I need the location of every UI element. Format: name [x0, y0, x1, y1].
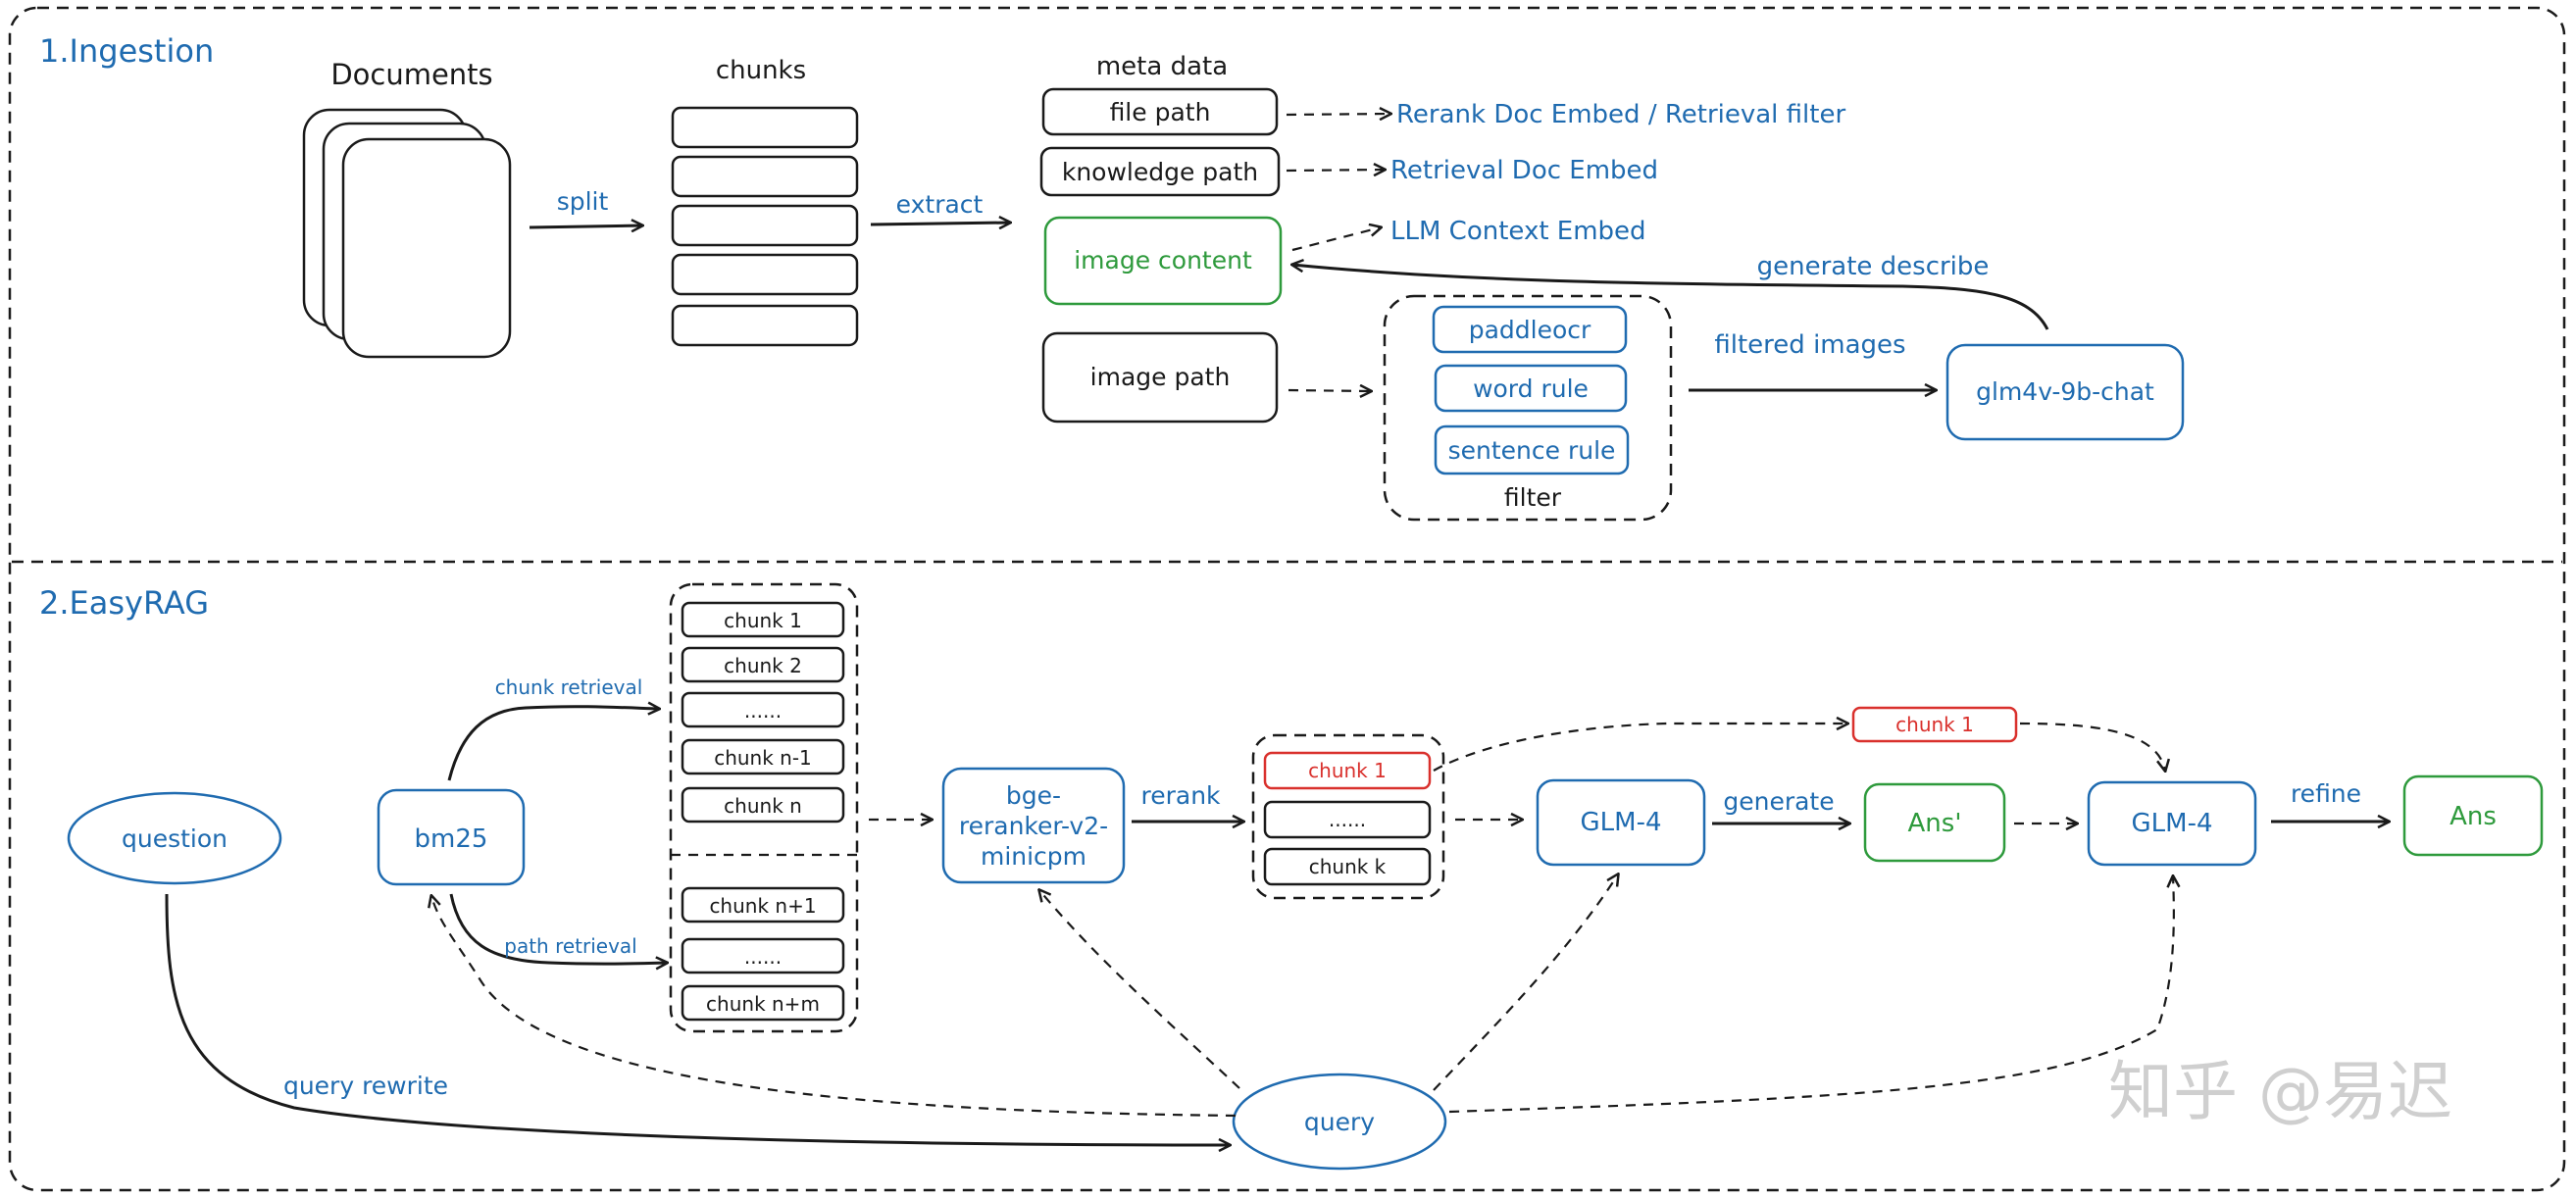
ans-label: Ans — [2450, 802, 2497, 831]
section-title-easyrag: 2.EasyRAG — [39, 584, 209, 622]
query-node — [1232, 1073, 1447, 1171]
image-path-arrow — [1288, 390, 1371, 391]
retrieved-chunks-group — [669, 582, 859, 1033]
filtered-images-label: filtered images — [1714, 330, 1905, 360]
image-path-label: image path — [1090, 363, 1231, 391]
bm25-box — [377, 788, 526, 886]
extract-arrow — [870, 223, 1010, 225]
chunk-retrieval-arrow — [447, 707, 659, 781]
outer-frame — [8, 6, 2566, 1192]
glm4-a-box — [1536, 778, 1706, 867]
query-rewrite-label: query rewrite — [283, 1072, 448, 1100]
ranked-chunk-1-label: chunk 1 — [1308, 759, 1387, 782]
filter-word-rule-label: word rule — [1473, 374, 1589, 403]
ranked-chunk-k-box — [1263, 847, 1432, 886]
chunk-item: chunk n-1 — [714, 746, 812, 770]
knowledge-path-box — [1039, 146, 1281, 197]
chunk-item: chunk 1 — [724, 609, 802, 632]
query-to-glm4-a-arrow — [1433, 874, 1618, 1091]
ranked-chunk-ellipsis-label: ...... — [1329, 808, 1366, 831]
reranker-label-line3: minicpm — [981, 842, 1086, 871]
chunk-list-bottom: chunk n+1 ...... chunk n+m — [681, 886, 845, 1022]
extract-label: extract — [896, 190, 984, 219]
image-path-box — [1041, 331, 1279, 424]
filter-word-rule-box — [1434, 364, 1628, 413]
ranked-chunk-ellipsis-box — [1263, 800, 1432, 839]
file-path-arrow — [1286, 114, 1390, 115]
chunk-item: ...... — [744, 699, 782, 723]
ans-prime-label: Ans' — [1908, 809, 1962, 838]
knowledge-path-arrow — [1286, 170, 1385, 171]
chunk-list-top: chunk 1 chunk 2 ...... chunk n-1 chunk n — [681, 601, 845, 824]
filter-sentence-rule-label: sentence rule — [1448, 436, 1616, 465]
chunk-item: chunk 2 — [724, 654, 802, 677]
generate-describe-arrow — [1292, 265, 2049, 330]
ans-box — [2402, 774, 2544, 857]
glm4-b-box — [2087, 780, 2257, 867]
file-path-label: file path — [1110, 98, 1211, 126]
chunk-item: ...... — [744, 945, 782, 969]
filter-label: filter — [1504, 483, 1562, 512]
filter-paddleocr-label: paddleocr — [1469, 316, 1591, 344]
retrieval-doc-embed-label: Retrieval Doc Embed — [1390, 156, 1658, 185]
path-retrieval-arrow — [449, 893, 667, 964]
section-title-ingestion: 1.Ingestion — [39, 32, 214, 70]
top-chunk-1-box — [1851, 706, 2018, 743]
filter-sentence-rule-box — [1434, 424, 1630, 475]
ans-prime-box — [1863, 782, 2006, 863]
llm-context-embed-label: LLM Context Embed — [1390, 217, 1646, 246]
refine-label: refine — [2291, 779, 2361, 808]
query-to-bm25-arrow — [431, 896, 1237, 1118]
documents-label: Documents — [330, 58, 492, 91]
rerank-label: rerank — [1140, 781, 1221, 810]
chunk1-forward-arrow — [1433, 724, 1847, 772]
split-label: split — [557, 187, 609, 216]
chunks-stack — [671, 106, 859, 347]
glm4-a-label: GLM-4 — [1581, 808, 1662, 837]
glm4v-label: glm4v-9b-chat — [1976, 377, 2154, 406]
query-to-glm4-b-arrow — [1448, 876, 2174, 1114]
image-content-box — [1043, 216, 1283, 306]
knowledge-path-label: knowledge path — [1062, 158, 1258, 186]
filter-paddleocr-box — [1432, 305, 1628, 354]
generate-describe-label: generate describe — [1757, 252, 1990, 281]
filter-group — [1383, 294, 1673, 522]
watermark-text: 知乎 @易迟 — [2108, 1054, 2452, 1129]
glm4v-box — [1945, 343, 2185, 441]
meta-data-label: meta data — [1096, 52, 1228, 81]
image-content-arrow — [1291, 227, 1381, 252]
chunk-retrieval-label: chunk retrieval — [495, 675, 643, 699]
query-rewrite-arrow — [165, 893, 1230, 1145]
question-label: question — [122, 824, 227, 853]
ranked-chunk-1-box — [1263, 751, 1432, 790]
rerank-doc-embed-label: Rerank Doc Embed / Retrieval filter — [1396, 100, 1845, 129]
chunk-item: chunk n — [724, 794, 802, 818]
query-label: query — [1304, 1108, 1375, 1136]
reranker-label-line1: bge- — [1006, 781, 1061, 810]
question-node — [67, 791, 282, 885]
generate-label: generate — [1723, 787, 1834, 816]
split-arrow — [529, 225, 642, 227]
reranker-label-line2: reranker-v2- — [959, 812, 1108, 840]
chunk1-to-glm4-arrow — [2019, 722, 2165, 771]
path-retrieval-label: path retrieval — [504, 934, 637, 958]
documents-stack-icon — [302, 108, 512, 359]
file-path-box — [1041, 87, 1279, 136]
ranked-chunks-group — [1251, 733, 1445, 900]
bm25-label: bm25 — [415, 824, 488, 854]
image-content-label: image content — [1074, 246, 1252, 275]
reranker-box — [941, 767, 1126, 884]
chunk-item: chunk n+m — [706, 992, 820, 1016]
glm4-b-label: GLM-4 — [2132, 809, 2213, 838]
chunks-label: chunks — [716, 56, 806, 85]
query-to-reranker-arrow — [1039, 890, 1240, 1089]
chunk-item: chunk n+1 — [709, 894, 816, 918]
top-chunk-1-label: chunk 1 — [1895, 713, 1974, 736]
ranked-chunk-k-label: chunk k — [1309, 855, 1387, 878]
